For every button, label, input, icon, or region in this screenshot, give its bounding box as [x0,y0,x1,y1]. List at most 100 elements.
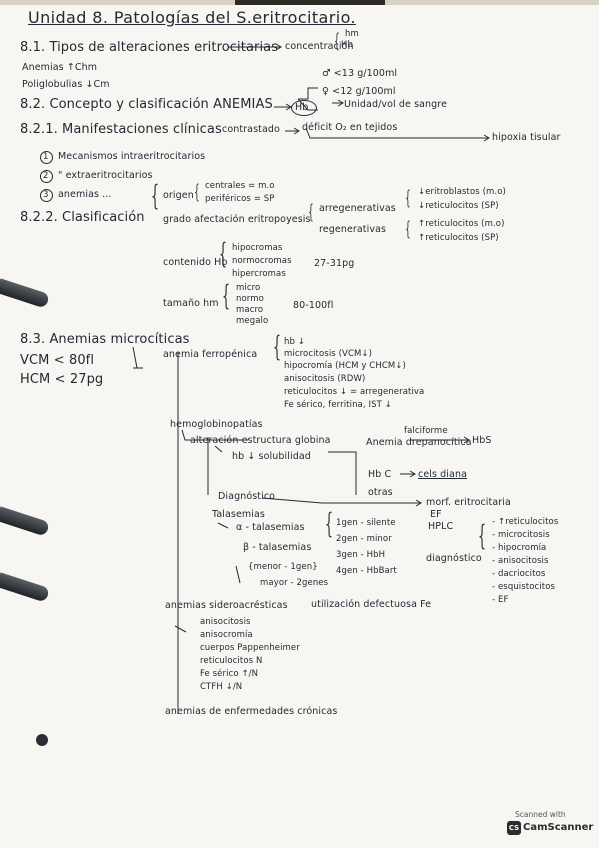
contenido-item: hipercromas [232,269,286,279]
beta-label: β - talasemias [243,542,312,553]
top-edge-strip [0,0,599,5]
hipoxia-label: hipoxia tisular [492,132,561,143]
brace: { [325,507,334,540]
concentracion-label: concentración [285,41,354,52]
hb-circle [291,100,317,116]
sidero-item: reticulocitos N [200,656,263,666]
deficit-label: déficit O₂ en tejidos [302,122,398,133]
mechanism-1: Mecanismos intraeritrocitarios [58,151,206,162]
number-circle [40,170,53,183]
mechanism-2: " extraeritrocitarios [58,170,153,181]
arregen-item: ↓eritroblastos (m.o) [418,187,506,197]
contenido-range: 27-31pg [314,258,355,269]
camscanner-watermark: Scanned with CS CamScanner [507,810,593,840]
number-circle [40,151,53,164]
otras-label: otras [368,487,393,498]
vcm-label: VCM < 80fl [20,353,95,368]
ef-label: EF [430,509,442,520]
regen-item: ↑reticulocitos (SP) [418,233,499,243]
diag-item: - esquistocitos [492,582,556,592]
ferro-item: hb ↓ [284,337,306,347]
gene-item: 1gen - silente [336,518,396,528]
brace: { [194,179,200,203]
grado-label: grado afectación eritropoyesis [163,214,311,225]
tamano-item: megalo [236,316,269,326]
sidero-item: Fe sérico ↑/N [200,669,259,679]
anemias-item: Anemias ↑Chm [22,62,98,73]
origen-item: periféricos = SP [205,194,275,204]
heading-8-2: 8.2. Concepto y clasificación ANEMIAS [20,97,273,112]
origen-label: origen [163,190,194,201]
contrastado-label: contrastado [222,124,280,135]
tamano-item: normo [236,294,264,304]
number-2: 2 [43,171,49,181]
ink-blot [36,734,48,746]
diag-item: - EF [492,595,509,605]
number-circle [40,189,53,202]
unidad-label: Unidad/vol de sangre [344,99,448,110]
hplc-label: HPLC [428,521,454,532]
tamano-label: tamaño hm [163,298,219,309]
hb-circled: Hb [295,102,309,113]
camscanner-brand: CamScanner [523,822,594,833]
regen-label: regenerativas [319,224,387,235]
camscanner-logo-icon: CS [507,821,521,835]
origen-item: centrales = m.o [205,181,275,191]
page-title: Unidad 8. Patologías del S.eritrocitario… [28,8,356,27]
sidero-item: anisocromía [200,630,253,640]
gene-item: 2gen - minor [336,534,392,544]
sidero-label: anemias sideroacrésticas [165,600,288,611]
sidero-def: utilización defectuosa Fe [311,599,432,610]
male-limit: ♂ <13 g/100ml [322,68,398,79]
hbs-label: HbS [472,435,492,446]
alpha-label: α - talasemias [236,522,305,533]
brace: { [222,279,231,312]
hb-solubilidad: hb ↓ solubilidad [232,451,311,462]
arregen-item: ↓reticulocitos (SP) [418,201,499,211]
tamano-item: micro [236,283,261,293]
heading-8-2-1: 8.2.1. Manifestaciones clínicas [20,122,222,137]
ferro-item: microcitosis (VCM↓) [284,349,373,359]
diagnostico-label: Diagnóstico [218,491,276,502]
number-3: 3 [43,190,49,200]
scanned-with-text: Scanned with [515,810,566,819]
sidero-item: anisocitosis [200,617,251,627]
morf-label: morf. eritrocitaria [426,497,511,508]
ferro-item: anisocitosis (RDW) [284,374,366,384]
falciforme-label: falciforme [404,426,448,436]
sidero-item: cuerpos Pappenheimer [200,643,300,653]
drepano-label: Anemia drepanocítica [366,437,472,448]
diag-item: - microcitosis [492,530,550,540]
poliglobulias-item: Poliglobulias ↓Cm [22,79,110,90]
hb-label: Hb [341,40,353,50]
brace: { [219,237,228,270]
brace: { [405,216,411,240]
hbc-label: Hb C [368,469,392,480]
diag-item: - ↑reticulocitos [492,517,559,527]
minor-label: {menor - 1gen} [248,562,318,572]
heading-8-1: 8.1. Tipos de alteraciones eritrocitaria… [20,40,279,55]
hemoglobinopatias-label: hemoglobinopatías [170,419,263,430]
cels-diana-label: cels diana [418,469,468,480]
brace: { [308,199,314,223]
mayor-label: mayor - 2genes [260,578,329,588]
diag-item: - hipocromía [492,543,547,553]
tamano-item: macro [236,305,264,315]
brace: { [478,519,487,552]
sidero-item: CTFH ↓/N [200,682,243,692]
contenido-item: normocromas [232,256,292,266]
female-limit: ♀ <12 g/100ml [322,86,396,97]
brace: { [151,179,160,212]
ferropenica-label: anemia ferropénica [163,349,258,360]
hcm-label: HCM < 27pg [20,372,104,387]
brace: { [334,28,340,52]
diag2-label: diagnóstico [426,553,482,564]
brace: { [405,185,411,209]
ferro-item: hipocromía (HCM y CHCM↓) [284,361,406,371]
talasemias-label: Talasemias [212,509,265,520]
mechanism-3: anemias ... [58,189,112,200]
arregen-label: arregenerativas [319,203,396,214]
ferro-item: reticulocitos ↓ = arregenerativa [284,387,425,397]
